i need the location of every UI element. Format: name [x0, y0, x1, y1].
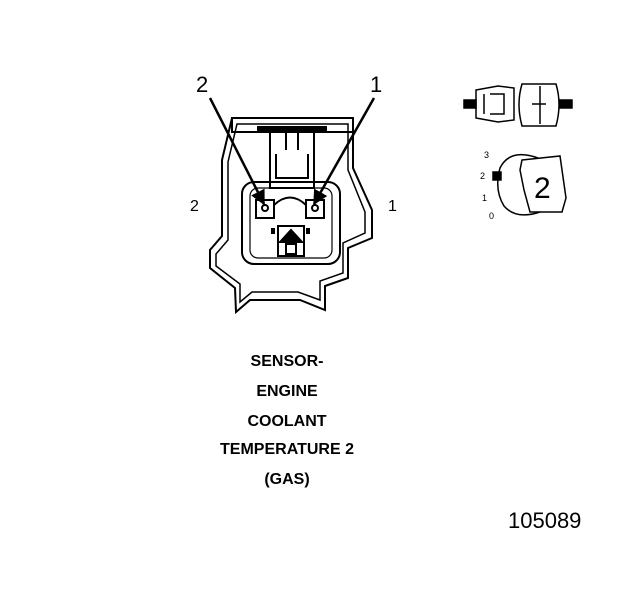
figure-reference-number: 105089	[508, 508, 582, 533]
title-line-2: ENGINE	[256, 383, 318, 400]
connector-face	[209, 117, 373, 315]
callout-label-1: 1	[370, 72, 383, 97]
callout-arrows	[208, 97, 376, 206]
side-label-1: 1	[388, 198, 397, 215]
title-line-5: (GAS)	[264, 471, 310, 488]
lock-key-number: 2	[534, 172, 551, 205]
callout-arrow-1	[312, 97, 376, 206]
callout-label-2: 2	[196, 72, 209, 97]
lock-position-3: 3	[484, 150, 490, 160]
side-label-2: 2	[190, 198, 199, 215]
lock-position-0: 0	[489, 211, 495, 221]
lock-key-indicator	[492, 153, 567, 216]
callout-arrow-2	[208, 97, 266, 206]
lock-key-pointer	[492, 171, 502, 181]
center-key	[277, 225, 305, 257]
side-view-left-wire	[463, 99, 477, 109]
lock-position-2: 2	[480, 171, 486, 181]
terminal-1-dot	[311, 204, 319, 212]
title-line-3: COOLANT	[247, 413, 327, 430]
polarization-mark-left	[271, 228, 275, 234]
title-line-4: TEMPERATURE 2	[220, 441, 354, 458]
title-line-1: SENSOR-	[250, 353, 324, 370]
side-view-sleeve	[518, 83, 560, 127]
side-view-plug-bracket	[490, 93, 505, 115]
connector-housing-outline	[209, 117, 373, 315]
terminal-2-dot	[261, 204, 269, 212]
terminal-cavity-inner	[249, 187, 333, 259]
polarization-mark-right	[306, 228, 310, 234]
lock-position-1: 1	[482, 193, 488, 203]
lock-key-c-shape	[497, 153, 541, 216]
terminal-2	[255, 199, 275, 219]
center-key-triangle	[277, 228, 305, 243]
terminal-cavity	[241, 181, 341, 265]
connector-housing-inner-outline	[215, 123, 366, 304]
lock-key-block	[519, 155, 567, 213]
terminal-bridge	[273, 196, 307, 206]
side-view-right-wire	[559, 99, 573, 109]
connector-side-view	[463, 83, 573, 127]
side-view-plug	[475, 85, 515, 123]
latch-u-shape	[275, 154, 309, 179]
center-key-slot	[285, 243, 297, 255]
